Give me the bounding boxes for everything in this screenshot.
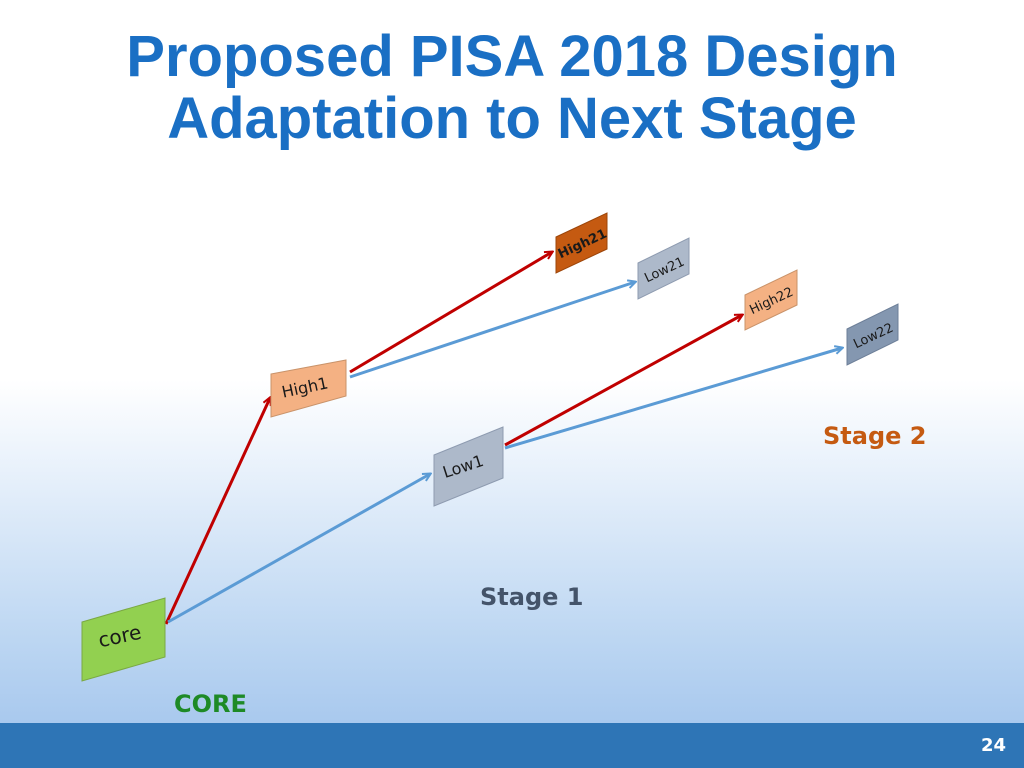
slide-title-line-1: Proposed PISA 2018 Design	[126, 24, 898, 89]
stage-label-stage1: Stage 1	[480, 583, 584, 611]
arrow-core-to-low1	[167, 474, 430, 624]
node-high21: High21	[555, 212, 609, 274]
node-core: core	[81, 597, 166, 682]
page-number: 24	[980, 735, 1006, 756]
arrow-high1-to-low21	[349, 282, 635, 379]
slide-title-line-2: Adaptation to Next Stage	[167, 86, 857, 151]
arrow-low1-to-low22	[504, 348, 842, 450]
stage-label-stage2: Stage 2	[823, 422, 927, 450]
node-low22: Low22	[846, 303, 899, 366]
footer-bar: 24	[0, 723, 1024, 768]
arrow-low1-to-high22	[504, 315, 742, 447]
arrow-high1-to-high21	[349, 252, 552, 374]
node-high22: High22	[744, 269, 798, 331]
node-low21: Low21	[637, 237, 690, 300]
slide-title: Proposed PISA 2018 Design Adaptation to …	[0, 26, 1024, 150]
node-low1: Low1	[433, 426, 504, 507]
node-high1: High1	[270, 359, 347, 418]
stage-label-core: CORE	[174, 690, 247, 718]
arrow-core-to-high1	[164, 398, 270, 625]
